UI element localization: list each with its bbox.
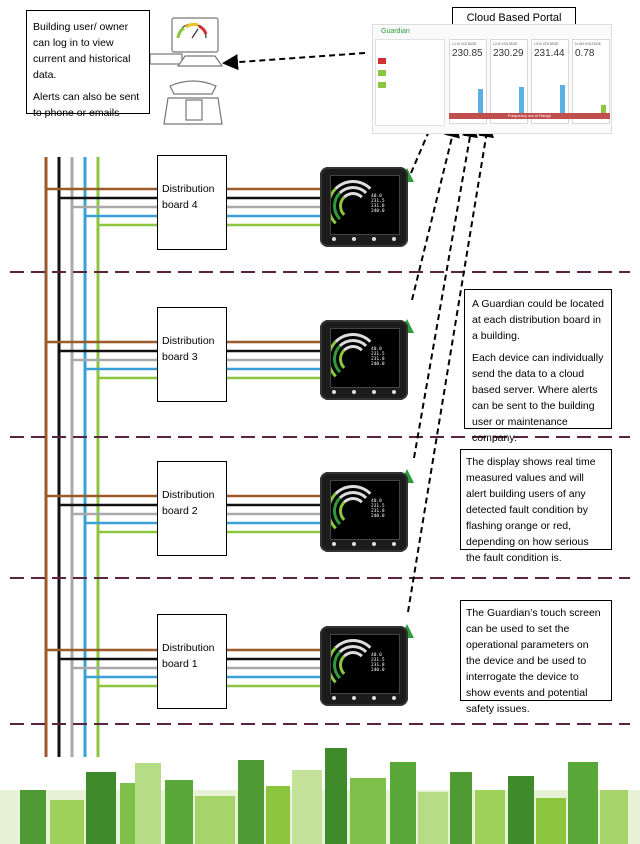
portal-tile-label: L1-N VOLTAGE (452, 42, 477, 46)
portal-tile-value: 230.29 (493, 48, 524, 59)
device-wires (227, 187, 320, 688)
portal-tile-value: 230.85 (452, 48, 483, 59)
guardian-location-text: A Guardian could be located at each dist… (472, 298, 604, 342)
guardian-info-box: A Guardian could be located at each dist… (464, 289, 612, 444)
device-reading: 231.8 (371, 204, 385, 209)
alerts-info-text: Alerts can also be sent to phone or emai… (33, 91, 140, 119)
bus-bars (44, 157, 100, 757)
portal-tile-label: L3-N VOLTAGE (534, 42, 559, 46)
cloud-arrows (222, 52, 494, 613)
distribution-board-3: Distribution board 3 (157, 307, 227, 402)
login-info-box: Building user/ owner can log in to view … (26, 10, 150, 119)
portal-brand: Guardian (381, 28, 410, 35)
device-reading: 231.5 (371, 352, 385, 357)
device-readings: 40.0 231.5 231.8 240.0 (371, 653, 385, 673)
device-reading: 231.8 (371, 357, 385, 362)
device-readings: 40.0 231.5 231.8 240.0 (371, 194, 385, 214)
floor-dividers (10, 271, 630, 725)
device-reading: 240.0 (371, 209, 385, 214)
device-reading: 231.5 (371, 199, 385, 204)
device-reading: 40.0 (371, 347, 382, 352)
touchscreen-info-text: The Guardian’s touch screen can be used … (466, 607, 601, 715)
portal-tile: L1-N VOLTAGE 230.85 (449, 39, 487, 124)
device-reading: 40.0 (371, 499, 382, 504)
device-readings: 40.0 231.5 231.8 240.0 (371, 499, 385, 519)
portal-sidebar (375, 39, 445, 126)
device-reading: 40.0 (371, 653, 382, 658)
portal-tile-value: 231.44 (534, 48, 565, 59)
portal-tile-label: L2-N VOLTAGE (493, 42, 518, 46)
guardian-device: 40.0 231.5 231.8 240.0 (320, 626, 408, 706)
device-reading: 231.5 (371, 504, 385, 509)
portal-tile: L2-N VOLTAGE 230.29 (490, 39, 528, 124)
guardian-device: 40.0 231.5 231.8 240.0 (320, 167, 408, 247)
device-reading: 231.8 (371, 663, 385, 668)
computer-icon (149, 17, 224, 67)
guardian-device: 40.0 231.5 231.8 240.0 (320, 320, 408, 400)
portal-screenshot: Guardian L1-N VOLTAGE 230.85 L2-N VOLTAG… (372, 24, 612, 134)
device-reading: 231.8 (371, 509, 385, 514)
distribution-board-4: Distribution board 4 (157, 155, 227, 250)
portal-alert-bar: Frequency out of Range (449, 113, 610, 119)
device-reading: 231.5 (371, 658, 385, 663)
portal-title: Cloud Based Portal (452, 7, 576, 29)
guardian-cloud-text: Each device can individually send the da… (472, 352, 604, 444)
login-info-text: Building user/ owner can log in to view … (33, 21, 131, 81)
display-info-text: The display shows real time measured val… (466, 456, 596, 564)
distribution-board-1: Distribution board 1 (157, 614, 227, 709)
portal-tile: L3-N VOLTAGE 231.44 (531, 39, 569, 124)
display-info-box: The display shows real time measured val… (460, 449, 612, 564)
touchscreen-info-box: The Guardian’s touch screen can be used … (460, 600, 612, 715)
guardian-device: 40.0 231.5 231.8 240.0 (320, 472, 408, 552)
portal-tile: N-GN VOLTAGE 0.78 (572, 39, 610, 124)
feeder-wires (46, 187, 157, 688)
device-reading: 240.0 (371, 362, 385, 367)
phone-icon (163, 80, 223, 125)
device-reading: 40.0 (371, 194, 382, 199)
device-readings: 40.0 231.5 231.8 240.0 (371, 347, 385, 367)
device-reading: 240.0 (371, 514, 385, 519)
device-reading: 240.0 (371, 668, 385, 673)
portal-tile-value: 0.78 (575, 48, 595, 59)
portal-tile-label: N-GN VOLTAGE (575, 42, 601, 46)
city-skyline-icon (0, 748, 640, 844)
distribution-board-2: Distribution board 2 (157, 461, 227, 556)
